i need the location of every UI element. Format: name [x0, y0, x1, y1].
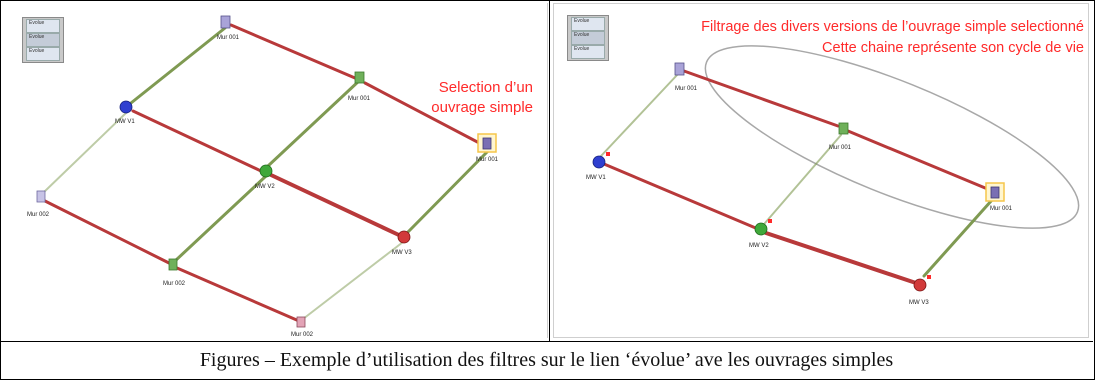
palette-label: Evolue — [574, 18, 590, 24]
palette-label: Evolue — [29, 34, 45, 40]
evolue-link — [602, 162, 760, 231]
wall-icon — [168, 258, 178, 271]
evolue-link — [266, 78, 362, 168]
palette-row[interactable]: Evolue — [571, 31, 605, 45]
evolue-link — [43, 199, 171, 265]
node-mur001-selected[interactable]: Mur 001 — [985, 182, 1013, 212]
node-label: MW V3 — [392, 250, 412, 256]
evolue-palette[interactable]: Evolue Evolue Evolue — [22, 17, 64, 63]
wall-icon — [354, 71, 365, 84]
wall-icon — [482, 137, 492, 150]
palette-label: Evolue — [29, 48, 45, 54]
node-label: Mur 002 — [163, 281, 186, 287]
evolue-link — [131, 109, 263, 173]
evolue-link — [302, 241, 404, 320]
note-line: ouvrage simple — [431, 99, 533, 116]
node-mur002-mid[interactable]: Mur 002 — [163, 258, 186, 287]
node-label: Mur 001 — [829, 145, 852, 151]
evolue-link — [764, 231, 918, 285]
palette-row[interactable]: Evolue — [571, 45, 605, 59]
evolue-link — [129, 26, 227, 105]
version-icon — [754, 222, 768, 236]
wall-icon — [220, 15, 231, 29]
selection-note: Selection d’un ouvrage simple — [383, 78, 533, 118]
node-label: Mur 001 — [348, 96, 371, 102]
palette-row[interactable]: Evolue — [26, 47, 60, 61]
node-mur002-left[interactable]: Mur 002 — [27, 190, 50, 218]
evolue-link — [600, 73, 679, 157]
node-label: Mur 001 — [476, 157, 499, 163]
right-screenshot-panel: Evolue Evolue Evolue Mur 001 Mur 001 — [553, 3, 1089, 338]
flag-icon — [606, 152, 610, 156]
filter-title: Filtrage des divers versions de l’ouvrag… — [614, 17, 1084, 59]
evolue-link — [269, 173, 403, 238]
node-label: Mur 001 — [990, 206, 1013, 212]
version-icon — [119, 100, 133, 114]
node-label: Mur 001 — [217, 35, 240, 41]
palette-label: Evolue — [574, 32, 590, 38]
node-mur001-top[interactable]: Mur 001 — [674, 62, 698, 92]
wall-icon — [36, 190, 46, 203]
node-label: Mur 002 — [291, 332, 314, 338]
palette-row[interactable]: Evolue — [26, 19, 60, 33]
version-icon — [592, 155, 606, 169]
node-mur001-mid[interactable]: Mur 001 — [348, 71, 371, 102]
palette-row[interactable]: Evolue — [26, 33, 60, 47]
title-line: Cette chaine représente son cycle de vie — [822, 40, 1084, 56]
node-label: MW V2 — [749, 243, 769, 249]
evolue-link — [42, 112, 127, 194]
node-label: Mur 002 — [27, 212, 50, 218]
node-mw-v3[interactable]: MW V3 — [392, 230, 412, 256]
title-line: Filtrage des divers versions de l’ouvrag… — [701, 19, 1084, 35]
figure-caption: Figures – Exemple d’utilisation des filt… — [199, 349, 894, 371]
evolue-link — [764, 134, 842, 224]
version-icon — [259, 164, 273, 178]
left-screenshot-panel: Evolue Evolue Evolue Mur 001 — [3, 3, 548, 338]
version-icon — [397, 230, 411, 244]
left-graph: Mur 001 Mur 001 Mur 001 MW V1 MW V2 MW V… — [27, 15, 499, 338]
evolue-link — [682, 69, 840, 128]
node-mw-v3[interactable]: MW V3 — [909, 275, 931, 306]
version-icon — [913, 278, 927, 292]
evolue-link — [173, 174, 268, 263]
flag-icon — [927, 275, 931, 279]
lifecycle-ellipse — [704, 45, 1080, 229]
node-mw-v1[interactable]: MW V1 — [586, 152, 610, 181]
wall-icon — [674, 62, 685, 76]
palette-label: Evolue — [29, 20, 45, 26]
evolue-palette[interactable]: Evolue Evolue Evolue — [567, 15, 609, 61]
note-line: Selection d’un — [438, 79, 533, 96]
node-label: MW V1 — [115, 119, 135, 125]
evolue-link — [922, 198, 994, 278]
node-mw-v2[interactable]: MW V2 — [749, 219, 772, 249]
evolue-link — [229, 23, 357, 80]
node-label: MW V2 — [255, 184, 275, 190]
evolue-link — [175, 266, 301, 323]
evolue-link — [363, 81, 487, 148]
wall-icon — [990, 186, 1000, 199]
node-mur001-mid[interactable]: Mur 001 — [829, 122, 852, 151]
wall-icon — [296, 316, 306, 328]
node-label: Mur 001 — [675, 86, 698, 92]
evolue-link — [846, 129, 992, 192]
node-mur001-top[interactable]: Mur 001 — [217, 15, 240, 41]
node-mw-v2[interactable]: MW V2 — [255, 164, 275, 190]
node-label: MW V1 — [586, 175, 606, 181]
evolue-link — [406, 148, 491, 234]
palette-label: Evolue — [574, 46, 590, 52]
node-mur001-selected[interactable]: Mur 001 — [476, 133, 499, 163]
column-separator — [549, 0, 550, 341]
palette-row[interactable]: Evolue — [571, 17, 605, 31]
wall-icon — [838, 122, 849, 135]
node-label: MW V3 — [909, 300, 929, 306]
node-mur002-bottom[interactable]: Mur 002 — [291, 316, 314, 338]
right-graph: Mur 001 Mur 001 Mur 001 MW V1 MW V2 MW V… — [586, 45, 1080, 306]
flag-icon — [768, 219, 772, 223]
node-mw-v1[interactable]: MW V1 — [115, 100, 135, 125]
caption-separator — [0, 341, 1093, 342]
